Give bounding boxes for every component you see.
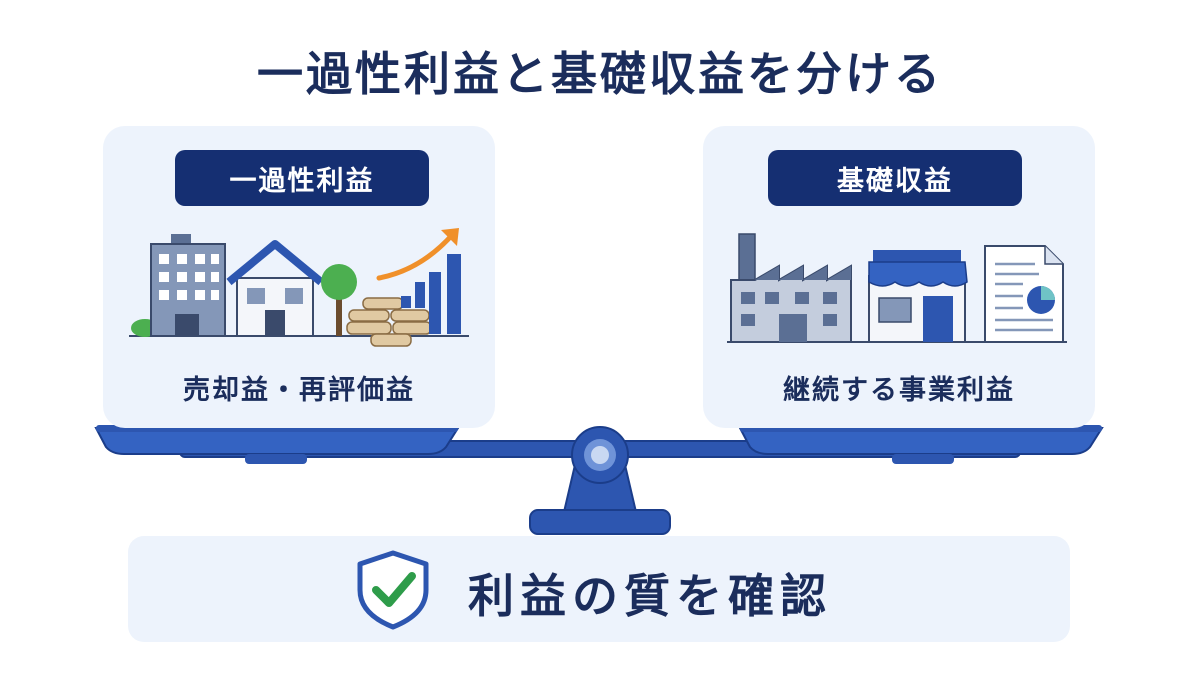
house-icon xyxy=(226,240,324,337)
rising-bar-chart-icon xyxy=(401,254,461,334)
tree-icon xyxy=(321,264,357,336)
one-time-profit-caption: 売却益・再評価益 xyxy=(183,375,415,406)
shield-check-icon xyxy=(357,550,429,630)
pie-chart-icon xyxy=(1027,286,1055,314)
core-earnings-caption: 継続する事業利益 xyxy=(783,375,1015,406)
core-earnings-illustration xyxy=(727,233,1067,343)
one-time-profit-illustration xyxy=(129,228,469,347)
coin-stack-icon xyxy=(346,297,432,347)
factory-icon xyxy=(730,233,852,343)
report-document-icon xyxy=(984,245,1064,343)
balance-scale-icon xyxy=(94,425,1104,535)
conclusion-text: 利益の質を確認 xyxy=(468,569,832,623)
up-arrow-icon xyxy=(376,228,459,281)
core-earnings-panel: 基礎収益 xyxy=(703,126,1095,428)
conclusion-box: 利益の質を確認 xyxy=(128,536,1070,642)
one-time-profit-label: 一過性利益 xyxy=(175,150,429,206)
core-earnings-label: 基礎収益 xyxy=(768,150,1022,206)
page-title: 一過性利益と基礎収益を分ける xyxy=(257,47,943,101)
one-time-profit-panel: 一過性利益 xyxy=(103,126,495,428)
storefront-icon xyxy=(868,250,968,343)
office-building-icon xyxy=(150,234,226,337)
